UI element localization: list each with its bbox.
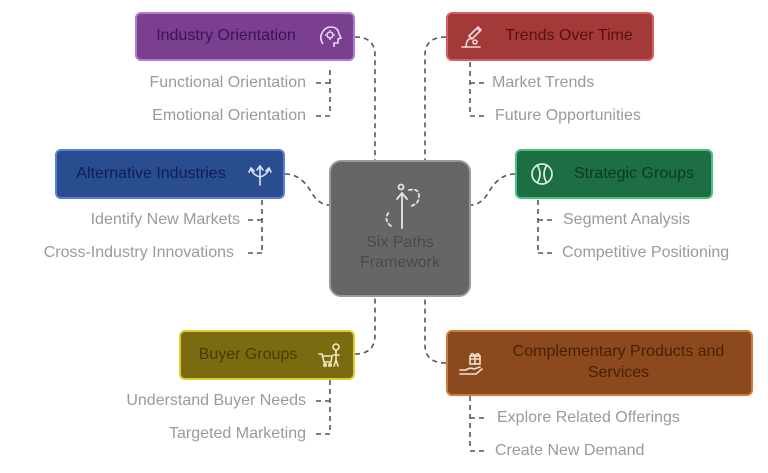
center-title-line2: Framework — [359, 254, 440, 271]
functional-orientation-label: Functional Orientation — [149, 74, 306, 91]
center-node: Six Paths Framework — [329, 160, 471, 297]
industry-orientation-label: Industry Orientation — [156, 27, 296, 45]
competitive-positioning-label: Competitive Positioning — [562, 244, 730, 261]
explore-related-offerings-label: Explore Related Offerings — [497, 409, 680, 426]
alternative-industries-node: Alternative Industries — [55, 149, 285, 199]
alternative-industries-label: Alternative Industries — [76, 164, 226, 182]
hand-gift-icon — [456, 348, 486, 378]
identify-new-markets-label: Identify New Markets — [90, 211, 240, 228]
connector-industry-orientation — [354, 36, 376, 160]
connector-buyer-groups — [354, 297, 376, 355]
complementary-products-label: Complementary Products and Services — [512, 343, 725, 381]
create-new-demand-label: Create New Demand — [495, 442, 645, 459]
connector-alternative-industries — [284, 173, 330, 206]
path-arrow-icon — [385, 183, 420, 229]
brain-gear-icon — [315, 22, 345, 52]
connector-strategic-groups — [470, 173, 516, 206]
emotional-orientation-label: Emotional Orientation — [152, 107, 306, 124]
buyer-groups-label: Buyer Groups — [198, 345, 298, 363]
trends-over-time-label: Trends Over Time — [505, 27, 633, 45]
understand-buyer-needs-label: Understand Buyer Needs — [126, 392, 306, 409]
market-trends-label: Market Trends — [492, 74, 595, 91]
strategic-groups-node: Strategic Groups — [515, 149, 713, 199]
sports-ball-icon — [527, 159, 557, 189]
center-title-line1: Six Paths — [366, 234, 434, 251]
segment-analysis-label: Segment Analysis — [563, 211, 691, 228]
microscope-icon — [456, 22, 486, 52]
cross-industry-innovations-label: Cross-Industry Innovations — [43, 244, 234, 261]
complementary-products-node: Complementary Products and Services — [446, 330, 753, 396]
strategic-groups-label: Strategic Groups — [573, 164, 695, 182]
branching-arrows-icon — [245, 159, 275, 189]
targeted-marketing-label: Targeted Marketing — [169, 425, 306, 442]
connector-trends-over-time — [424, 36, 447, 160]
shopper-cart-icon — [315, 340, 345, 370]
connector-complementary-products — [424, 297, 447, 364]
industry-orientation-node: Industry Orientation — [135, 12, 355, 61]
future-opportunities-label: Future Opportunities — [495, 107, 641, 124]
buyer-groups-node: Buyer Groups — [179, 330, 355, 380]
trends-over-time-node: Trends Over Time — [446, 12, 654, 61]
